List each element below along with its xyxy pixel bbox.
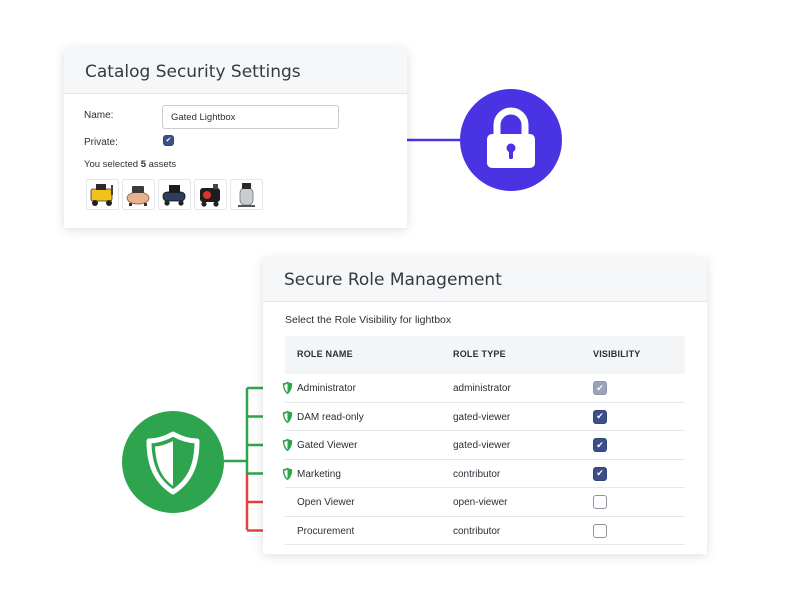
- name-input[interactable]: [162, 105, 339, 129]
- role-type: administrator: [453, 383, 511, 394]
- table-row: Gated Viewer gated-viewer ✔: [282, 431, 685, 460]
- tank-air-compressor-icon: [162, 185, 186, 206]
- role-name: Administrator: [297, 383, 356, 394]
- role-name: Procurement: [297, 525, 355, 537]
- name-label: Name:: [84, 110, 114, 121]
- visibility-checkbox[interactable]: ✔: [593, 381, 607, 395]
- lock-badge: [460, 89, 562, 191]
- lock-icon: [487, 107, 535, 168]
- checkmark-icon: ✔: [596, 382, 604, 393]
- shield-badge: [122, 411, 224, 513]
- visibility-checkbox[interactable]: ✔: [593, 466, 607, 481]
- selection-summary: You selected 5 assets: [84, 159, 176, 170]
- visibility-checkbox[interactable]: [593, 523, 607, 538]
- private-label: Private:: [84, 137, 118, 148]
- shield-icon: [282, 467, 293, 480]
- role-name: Gated Viewer: [297, 440, 358, 451]
- roles-table-header: ROLE NAME ROLE TYPE VISIBILITY: [285, 336, 685, 374]
- checkmark-icon: ✔: [596, 411, 604, 421]
- yellow-air-compressor-icon: [90, 184, 113, 206]
- shield-icon: [146, 431, 200, 495]
- asset-thumbnail-3[interactable]: [158, 179, 191, 210]
- checkmark-icon: ✔: [596, 468, 604, 478]
- catalog-panel-title: Catalog Security Settings: [64, 48, 407, 94]
- asset-thumbnail-4[interactable]: [194, 179, 227, 210]
- vertical-air-compressor-icon: [238, 183, 255, 207]
- secure-role-management-panel: Secure Role Management Select the Role V…: [263, 258, 707, 554]
- catalog-security-panel: Catalog Security Settings Name: Private:…: [64, 48, 407, 228]
- roles-panel-title: Secure Role Management: [263, 258, 707, 302]
- checkmark-icon: ✔: [596, 439, 604, 450]
- asset-thumbnail-2[interactable]: [122, 179, 155, 210]
- role-name: Open Viewer: [297, 497, 355, 508]
- role-type: contributor: [453, 468, 501, 480]
- roles-subtitle: Select the Role Visibility for lightbox: [285, 314, 452, 326]
- shield-icon: [282, 438, 293, 452]
- red-air-compressor-icon: [200, 184, 220, 207]
- selection-suffix: assets: [146, 159, 177, 170]
- visibility-checkbox[interactable]: ✔: [593, 438, 607, 452]
- pancake-air-compressor-icon: [126, 186, 150, 206]
- table-row: Marketing contributor ✔: [282, 460, 685, 488]
- table-row: Procurement contributor: [285, 517, 685, 545]
- role-type: contributor: [453, 525, 501, 537]
- shield-icon: [282, 381, 293, 395]
- column-header-role-name: ROLE NAME: [297, 349, 353, 359]
- table-row: DAM read-only gated-viewer ✔: [282, 403, 685, 431]
- column-header-visibility: VISIBILITY: [593, 349, 641, 359]
- private-checkbox[interactable]: ✔: [163, 135, 174, 146]
- asset-thumbnail-5[interactable]: [230, 179, 263, 210]
- checkmark-icon: ✔: [165, 137, 172, 144]
- role-name: Marketing: [297, 468, 341, 480]
- role-type: gated-viewer: [453, 440, 511, 451]
- role-type: gated-viewer: [453, 411, 511, 423]
- selection-prefix: You selected: [84, 159, 141, 170]
- table-row: Open Viewer open-viewer: [285, 488, 685, 517]
- visibility-checkbox[interactable]: [593, 495, 607, 509]
- table-row: Administrator administrator ✔: [282, 374, 685, 403]
- role-type: open-viewer: [453, 497, 508, 508]
- selection-count: 5: [140, 159, 146, 170]
- column-header-role-type: ROLE TYPE: [453, 349, 506, 359]
- shield-icon: [282, 410, 293, 423]
- role-name: DAM read-only: [297, 411, 364, 423]
- visibility-checkbox[interactable]: ✔: [593, 409, 607, 424]
- asset-thumbnail-1[interactable]: [86, 179, 119, 210]
